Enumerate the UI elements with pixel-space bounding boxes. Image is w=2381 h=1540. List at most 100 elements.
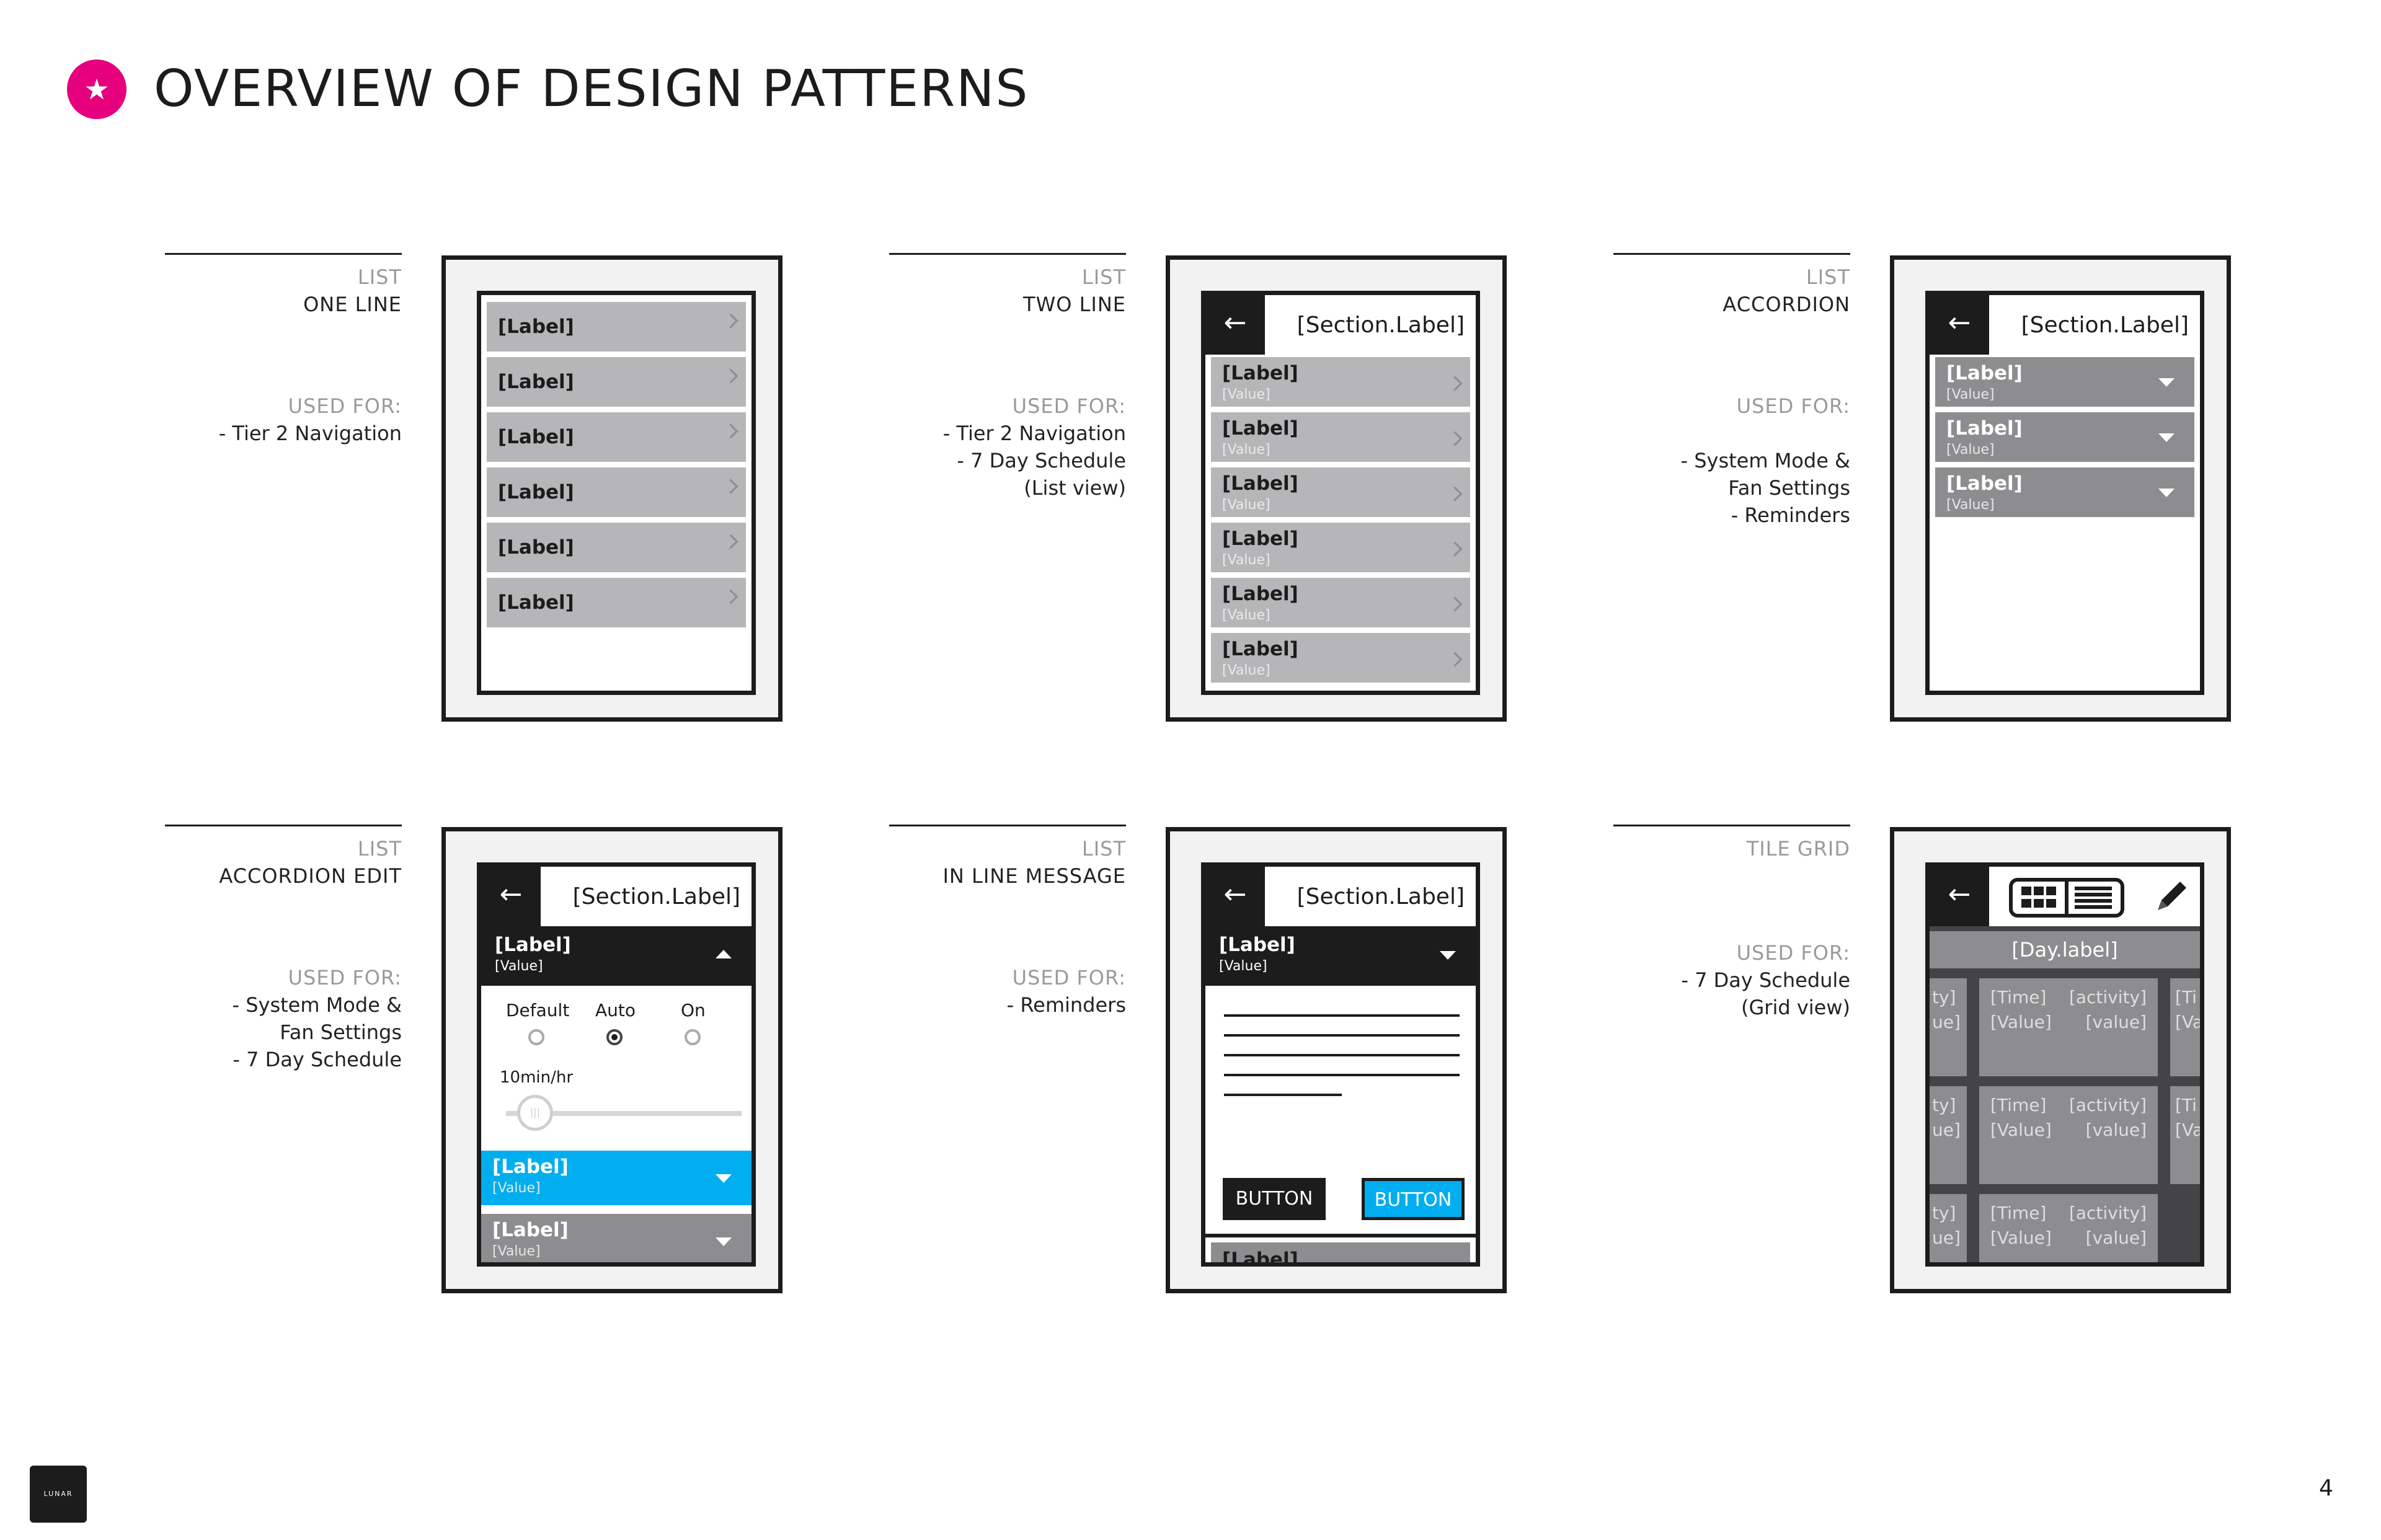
- accordion-label: [Label]: [1946, 417, 2023, 440]
- accordion-item[interactable]: [Label][Value]: [1935, 467, 2194, 517]
- accordion-value: [Value]: [1946, 387, 1995, 402]
- list-item[interactable]: [Label]: [487, 412, 746, 462]
- chevron-right-icon: [723, 313, 738, 329]
- star-badge-icon: ★: [67, 60, 126, 119]
- secondary-button[interactable]: BUTTON: [1223, 1178, 1326, 1220]
- pattern-name: ACCORDION EDIT: [219, 864, 402, 888]
- schedule-tile[interactable]: [Time] [activity] [Value] [value]: [1979, 1194, 2158, 1262]
- used-for-item: - Reminders: [1006, 993, 1126, 1017]
- tile-clipped-text: ue]: [1932, 1012, 1961, 1032]
- list-item-label: [Label]: [1222, 362, 1298, 384]
- accordion-item[interactable]: [Label][Value]: [1935, 412, 2194, 462]
- back-arrow-icon[interactable]: ←: [1205, 295, 1265, 355]
- used-for-item: (List view): [1024, 476, 1126, 500]
- device-frame-accordion: ← [Section.Label] [Label] [Value] [Label]…: [1890, 255, 2231, 722]
- tile-value: [value]: [2085, 1012, 2147, 1032]
- list-item[interactable]: [Label][Value]: [1211, 578, 1470, 627]
- top-bar: ← [Section.Label]: [1205, 295, 1476, 355]
- list-item-value: [Value]: [1222, 497, 1270, 513]
- list-item[interactable]: [Label][Value]: [1211, 467, 1470, 517]
- pattern-description-accordion-edit: LIST ACCORDION EDIT USED FOR: - System M…: [165, 825, 402, 1073]
- list-item[interactable]: [Label]: [487, 302, 746, 352]
- back-arrow-icon[interactable]: ←: [1930, 295, 1989, 355]
- list-view-icon[interactable]: [2075, 887, 2112, 909]
- pencil-edit-icon[interactable]: [2153, 878, 2190, 915]
- divider: [889, 825, 1126, 826]
- accordion-header-expanded[interactable]: [Label] [Value]: [481, 926, 752, 986]
- tile-value: [Value]: [1990, 1120, 2052, 1140]
- used-for-item: - Tier 2 Navigation: [942, 422, 1126, 445]
- caret-down-icon: [2158, 433, 2175, 442]
- accordion-item-selected[interactable]: [Label][Value]: [481, 1151, 752, 1205]
- list-item-label: [Label]: [498, 591, 574, 614]
- tile-value: [Value]: [1990, 1012, 2052, 1032]
- list-item[interactable]: [Label]: [487, 467, 746, 517]
- used-for-label: USED FOR:: [1012, 966, 1126, 989]
- view-toggle[interactable]: [2009, 878, 2124, 918]
- tile-activity: [activity]: [2068, 987, 2147, 1007]
- used-for-label: USED FOR:: [1736, 394, 1850, 418]
- list-item[interactable]: [Label][Value]: [1211, 412, 1470, 462]
- list-item[interactable]: [Label]: [487, 357, 746, 407]
- accordion-item[interactable]: [Label]: [1211, 1242, 1470, 1267]
- tile-partial-left[interactable]: ty]ue]: [1930, 978, 1967, 1076]
- grid-view-icon[interactable]: [2021, 887, 2056, 909]
- chevron-right-icon: [1447, 596, 1463, 612]
- used-for-item: - 7 Day Schedule: [957, 449, 1126, 472]
- chevron-right-icon: [1447, 652, 1463, 667]
- back-arrow-icon[interactable]: ←: [481, 867, 541, 926]
- pattern-category: LIST: [1081, 837, 1126, 861]
- tile-value: [Value]: [1990, 1228, 2052, 1248]
- accordion-label: [Label]: [1946, 362, 2023, 384]
- list-item[interactable]: [Label]: [487, 578, 746, 627]
- device-frame-two-line: ← [Section.Label] [Label][Value] [Label]…: [1166, 255, 1507, 722]
- tile-activity: [activity]: [2068, 1203, 2147, 1223]
- divider: [481, 1205, 752, 1214]
- used-for-item: (Grid view): [1741, 996, 1850, 1019]
- schedule-tile[interactable]: [Time] [activity] [Value] [value]: [1979, 1086, 2158, 1184]
- screen-in-line-message: ← [Section.Label] [Label] [Value] BUTTON…: [1201, 862, 1480, 1267]
- back-arrow-icon[interactable]: ←: [1205, 867, 1265, 926]
- divider: [1613, 825, 1850, 826]
- accordion-header-expanded[interactable]: [Label] [Value]: [1205, 926, 1476, 986]
- slider-track[interactable]: [506, 1111, 742, 1116]
- back-arrow-icon[interactable]: ←: [1930, 867, 1989, 926]
- tile-clipped-text: [Ti: [2175, 1095, 2197, 1115]
- used-for-item: - Tier 2 Navigation: [218, 422, 402, 445]
- section-label: [Section.Label]: [1297, 884, 1465, 909]
- accordion-value: [Value]: [492, 1244, 541, 1259]
- radio-default[interactable]: [528, 1029, 544, 1045]
- accordion-item[interactable]: [Label] [Value]: [1935, 357, 2194, 407]
- used-for-label: USED FOR:: [1736, 941, 1850, 965]
- tile-time: [Time]: [1990, 987, 2047, 1007]
- caret-down-icon: [1437, 1266, 1448, 1267]
- radio-on[interactable]: [685, 1029, 701, 1045]
- device-frame-accordion-edit: ← [Section.Label] [Label] [Value] Defaul…: [441, 827, 783, 1293]
- list-item[interactable]: [Label][Value]: [1211, 357, 1470, 407]
- tile-clipped-text: [Va: [2175, 1012, 2200, 1032]
- divider: [2065, 882, 2068, 914]
- accordion-label: [Label]: [1219, 934, 1295, 956]
- accordion-label: [Label]: [495, 934, 571, 956]
- tile-partial-right[interactable]: [Ti[Va: [2170, 1086, 2200, 1184]
- accordion-item[interactable]: [Label][Value]: [481, 1214, 752, 1262]
- section-label: [Section.Label]: [2021, 312, 2189, 338]
- screen-accordion: ← [Section.Label] [Label] [Value] [Label]…: [1925, 291, 2204, 695]
- tile-partial-right[interactable]: [Ti[Va: [2170, 978, 2200, 1076]
- tile-time: [Time]: [1990, 1203, 2047, 1223]
- used-for-item: - System Mode &: [232, 993, 402, 1017]
- pattern-category: LIST: [357, 837, 402, 861]
- slider-handle[interactable]: |||: [517, 1095, 553, 1131]
- primary-button[interactable]: BUTTON: [1362, 1178, 1465, 1220]
- accordion-value: [Value]: [1219, 958, 1267, 974]
- list-item[interactable]: [Label][Value]: [1211, 633, 1470, 683]
- radio-auto[interactable]: [606, 1029, 623, 1045]
- tile-partial-left[interactable]: ty]ue]: [1930, 1194, 1967, 1262]
- list-item[interactable]: [Label][Value]: [1211, 523, 1470, 572]
- schedule-tile[interactable]: [Time] [activity] [Value] [value]: [1979, 978, 2158, 1076]
- slider-label: 10min/hr: [500, 1068, 574, 1087]
- list-item[interactable]: [Label]: [487, 523, 746, 572]
- divider: [165, 825, 402, 826]
- tile-clipped-text: ue]: [1932, 1120, 1961, 1140]
- tile-partial-left[interactable]: ty]ue]: [1930, 1086, 1967, 1184]
